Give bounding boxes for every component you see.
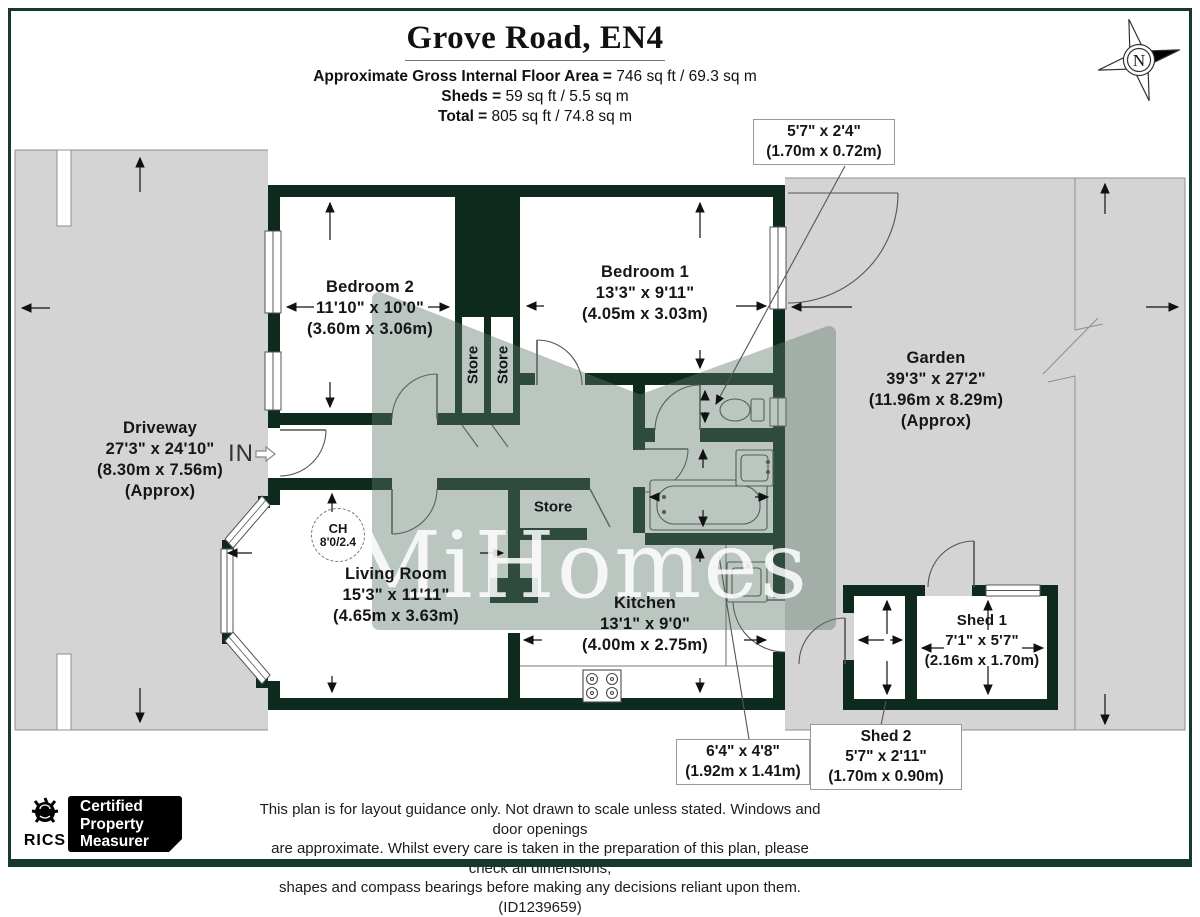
fixtures (520, 398, 774, 703)
house-interior (268, 185, 785, 710)
garden-boundary-break-line (1042, 178, 1104, 730)
store-room-label: Store (533, 498, 573, 516)
compass-north-letter: N (1133, 51, 1145, 70)
shed2-interior (854, 596, 905, 699)
ceiling-height-badge: CH 8'0/2.4 (311, 508, 365, 562)
toilet (719, 398, 765, 422)
walls (222, 185, 1058, 710)
store-closet-label: Store (494, 345, 512, 385)
kitchen-sink (726, 561, 768, 603)
stat-total: Total = 805 sq ft / 74.8 sq m (438, 108, 632, 125)
store-closet-label: Store (464, 345, 482, 385)
bay-window-interior (230, 500, 268, 685)
rics-lion-icon (31, 797, 59, 823)
room-label-shed-1: Shed 1 7'1" x 5'7" (2.16m x 1.70m) (924, 612, 1040, 669)
bathroom-sink (735, 449, 774, 487)
room-label-garden: Garden 39'3" x 27'2" (11.96m x 8.29m) (A… (868, 349, 1004, 430)
floorplan-page: { "header": { "title": "Grove Road, EN4"… (8, 8, 1192, 916)
entrance-in-label: IN (228, 440, 278, 468)
callout-shed-2: Shed 2 5'7" x 2'11" (1.70m x 0.90m) (810, 724, 962, 790)
stat-floor-area: Approximate Gross Internal Floor Area = … (313, 68, 757, 85)
room-label-kitchen: Kitchen 13'1" x 9'0" (4.00m x 2.75m) (582, 594, 708, 654)
room-label-living-room: Living Room 15'3" x 11'11" (4.65m x 3.63… (333, 565, 459, 625)
floor-plan-drawing (14, 149, 1186, 740)
entrance-arrow-icon (255, 445, 276, 463)
bathtub (649, 479, 768, 531)
certified-property-measurer-badge: Certified Property Measurer (68, 796, 182, 852)
compass-rose-icon: N (1097, 18, 1181, 102)
title-divider (405, 60, 665, 61)
windows (220, 226, 1041, 685)
room-label-bedroom-1: Bedroom 1 13'3" x 9'11" (4.05m x 3.03m) (582, 263, 708, 323)
watermark-banner-shape (372, 292, 836, 630)
callout-leader-lines (715, 165, 887, 740)
room-label-driveway: Driveway 27'3" x 24'10" (8.30m x 7.56m) … (97, 419, 223, 500)
disclaimer-text: This plan is for layout guidance only. N… (259, 801, 821, 916)
rics-logo: RICS (20, 797, 70, 850)
room-label-bedroom-2: Bedroom 2 11'10" x 10'0" (3.60m x 3.06m) (307, 278, 433, 338)
watermark-text: MiHomes (346, 512, 810, 619)
dimension-arrows (20, 156, 1180, 726)
callout-bathroom-dims: 6'4" x 4'8" (1.92m x 1.41m) (676, 739, 810, 785)
stat-sheds: Sheds = 59 sq ft / 5.5 sq m (441, 88, 629, 105)
page-title: Grove Road, EN4 (406, 20, 664, 56)
header: Grove Road, EN4 Approximate Gross Intern… (235, 20, 835, 127)
stove (582, 669, 622, 703)
callout-wc-dims: 5'7" x 2'4" (1.70m x 0.72m) (753, 119, 895, 165)
